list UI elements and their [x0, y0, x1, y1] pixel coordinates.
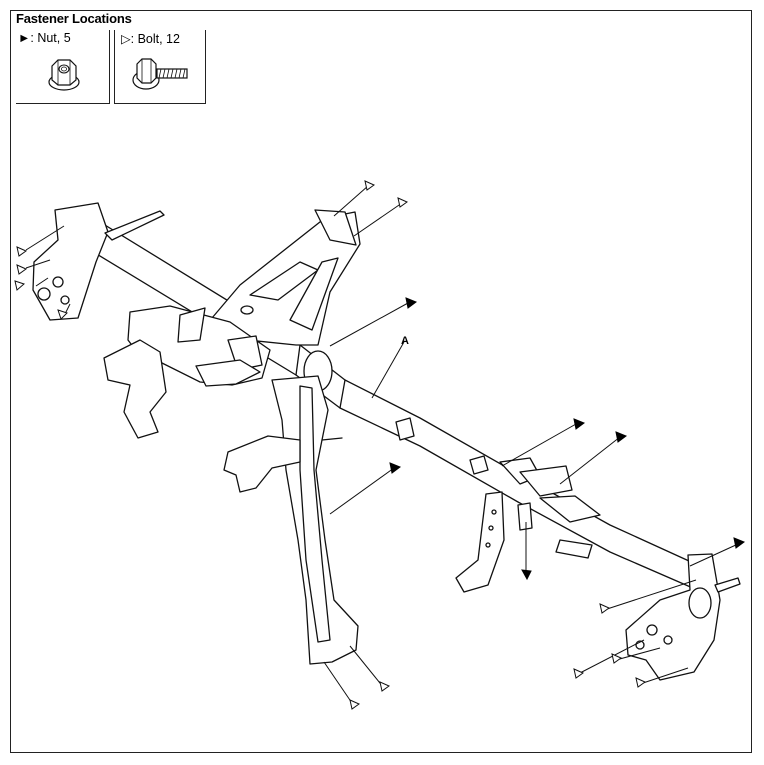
center-floor-support [223, 375, 359, 665]
flange-nut-icon [48, 59, 80, 91]
bolt-marker [57, 309, 68, 320]
bolt-marker [349, 699, 361, 710]
nut-marker [405, 297, 418, 309]
leader-lines [25, 185, 739, 707]
nut-marker [521, 569, 532, 581]
center-upper-brace [211, 209, 361, 346]
bolt-marker [379, 681, 391, 692]
bolt-marker [364, 180, 376, 191]
solid-triangle-icon: ► [18, 31, 31, 45]
right-end-bracket [625, 553, 741, 681]
figure-frame [10, 10, 752, 753]
callout-a: A [401, 335, 409, 347]
nut-marker [389, 462, 402, 474]
outline-triangle-icon: ▷ [121, 32, 131, 46]
flange-bolt-icon [132, 58, 188, 90]
bolt-marker [16, 264, 28, 275]
nut-marker [615, 431, 628, 443]
left-end-bracket [32, 202, 165, 321]
legend-bolt-label: ▷: Bolt, 12 [121, 32, 180, 46]
bolt-marker [599, 603, 611, 614]
nut-marker [733, 537, 746, 549]
nut-marker [573, 418, 586, 430]
nut-markers [389, 297, 746, 581]
steering-support-beam [69, 221, 703, 593]
bolt-marker [397, 197, 409, 208]
legend-nut-label: ►: Nut, 5 [18, 31, 71, 45]
column-brackets [395, 417, 601, 559]
bolt-marker [573, 668, 585, 679]
bolt-markers [14, 180, 647, 710]
left-duct-brackets [103, 305, 271, 439]
figure-title: Fastener Locations [16, 11, 132, 26]
bolt-marker [16, 246, 28, 257]
bolt-marker [14, 280, 25, 291]
center-lower-bracket [455, 491, 533, 593]
bolt-marker [611, 653, 623, 664]
legend-nut: ►: Nut, 5 [16, 30, 110, 104]
bolt-marker [635, 677, 647, 688]
legend-bolt: ▷: Bolt, 12 [114, 30, 206, 104]
